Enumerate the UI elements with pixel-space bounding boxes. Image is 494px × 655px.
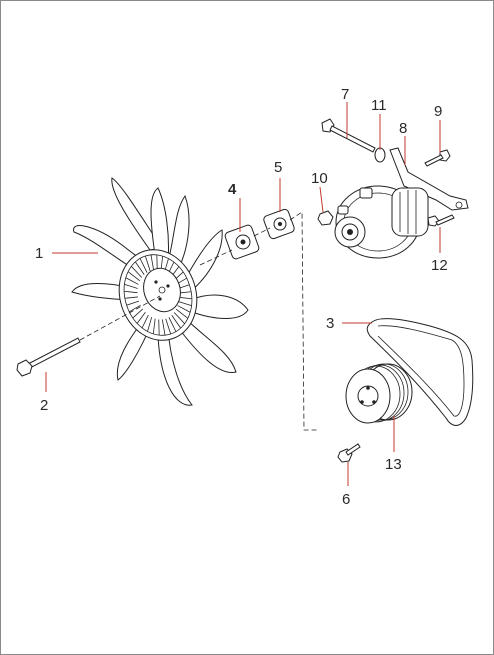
fan-coupling <box>224 224 260 260</box>
fan-rib <box>124 290 138 294</box>
fan-bolt <box>16 295 161 377</box>
callout-13: 13 <box>385 456 402 473</box>
callout-12: 12 <box>431 257 448 274</box>
callout-9: 9 <box>434 103 442 120</box>
fan-rib <box>124 283 138 289</box>
drive-belt <box>366 318 474 426</box>
callout-10: 10 <box>311 170 328 187</box>
callout-8: 8 <box>399 120 407 137</box>
fan-rib <box>150 254 155 271</box>
callout-11: 11 <box>371 97 387 114</box>
fan-rib <box>147 317 153 332</box>
fan-rib <box>171 315 181 329</box>
callout-1: 1 <box>35 245 43 262</box>
fan-rib <box>124 296 138 299</box>
fan-rib <box>131 266 143 278</box>
fan-rib <box>125 277 139 285</box>
fan-rib <box>144 255 151 272</box>
fan-rib <box>127 271 141 282</box>
callout-6: 6 <box>342 491 350 508</box>
callout-2: 2 <box>40 397 48 414</box>
fan-rib <box>161 319 166 336</box>
fan-rib <box>126 300 140 306</box>
fan-rib <box>136 312 146 324</box>
fan-rib <box>141 314 149 329</box>
callout-5: 5 <box>274 159 282 176</box>
fan-rib <box>139 258 148 273</box>
nut <box>317 210 334 226</box>
fan-rib <box>175 308 189 319</box>
callout-labels: 1 2 3 4 5 6 7 8 9 10 11 12 13 <box>35 86 448 508</box>
callout-7: 7 <box>341 86 349 103</box>
bracket-bolt-top <box>424 149 451 167</box>
crank-pulley <box>345 363 413 424</box>
fan-rib <box>178 296 192 300</box>
callout-4: 4 <box>228 181 237 198</box>
fan-rib <box>178 301 192 307</box>
bracket-bolt-bottom <box>427 214 455 227</box>
fan-rib <box>177 305 191 313</box>
fan-rib <box>168 317 177 332</box>
fan-rib <box>132 308 144 319</box>
fan-rib <box>152 318 156 334</box>
alternator <box>334 185 429 259</box>
fan-rib <box>129 304 141 313</box>
fan-rib <box>165 318 172 335</box>
fan <box>71 177 249 406</box>
alternator-bolt <box>321 118 376 153</box>
leader-lines <box>45 102 441 486</box>
washer <box>374 147 386 163</box>
fan-rib <box>135 261 145 275</box>
callout-3: 3 <box>326 315 334 332</box>
fan-spacer <box>263 208 295 240</box>
fan-rib <box>173 312 185 324</box>
pulley-bolt <box>337 443 361 463</box>
